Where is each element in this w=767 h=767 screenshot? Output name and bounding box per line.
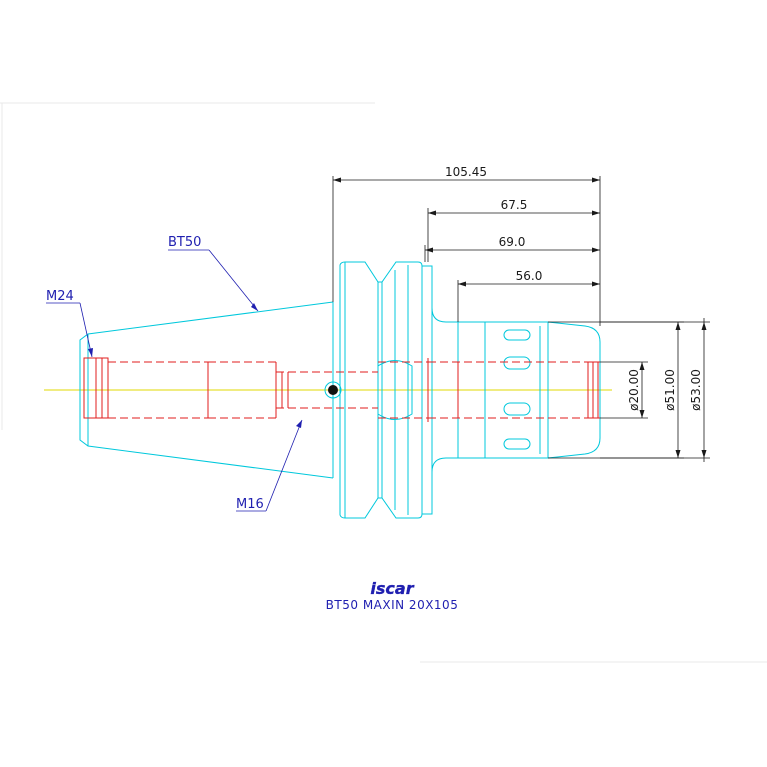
taper-shank [79, 301, 334, 479]
dimension-arrows [333, 177, 707, 458]
dim-length-a: 67.5 [501, 198, 528, 212]
callout-arrows [88, 303, 302, 428]
chuck-body [457, 321, 601, 459]
callout-leaders [46, 249, 303, 512]
callout-thread-top: M24 [46, 289, 74, 304]
dim-outer-diameter: ø53.00 [689, 369, 703, 411]
dim-bore-diameter: ø20.00 [627, 369, 641, 411]
callout-taper: BT50 [168, 235, 201, 250]
dimension-lines [332, 176, 710, 462]
center-mark [328, 385, 338, 395]
dim-body-diameter: ø51.00 [663, 369, 677, 411]
dim-overall-length: 105.45 [445, 165, 487, 179]
iscar-logo: iscar [370, 579, 414, 598]
callout-thread-bottom: M16 [236, 497, 264, 512]
hidden-internal-lines [83, 357, 600, 422]
dim-length-c: 56.0 [516, 269, 543, 283]
dim-length-b: 69.0 [499, 235, 526, 249]
part-name: BT50 MAXIN 20X105 [326, 598, 459, 612]
